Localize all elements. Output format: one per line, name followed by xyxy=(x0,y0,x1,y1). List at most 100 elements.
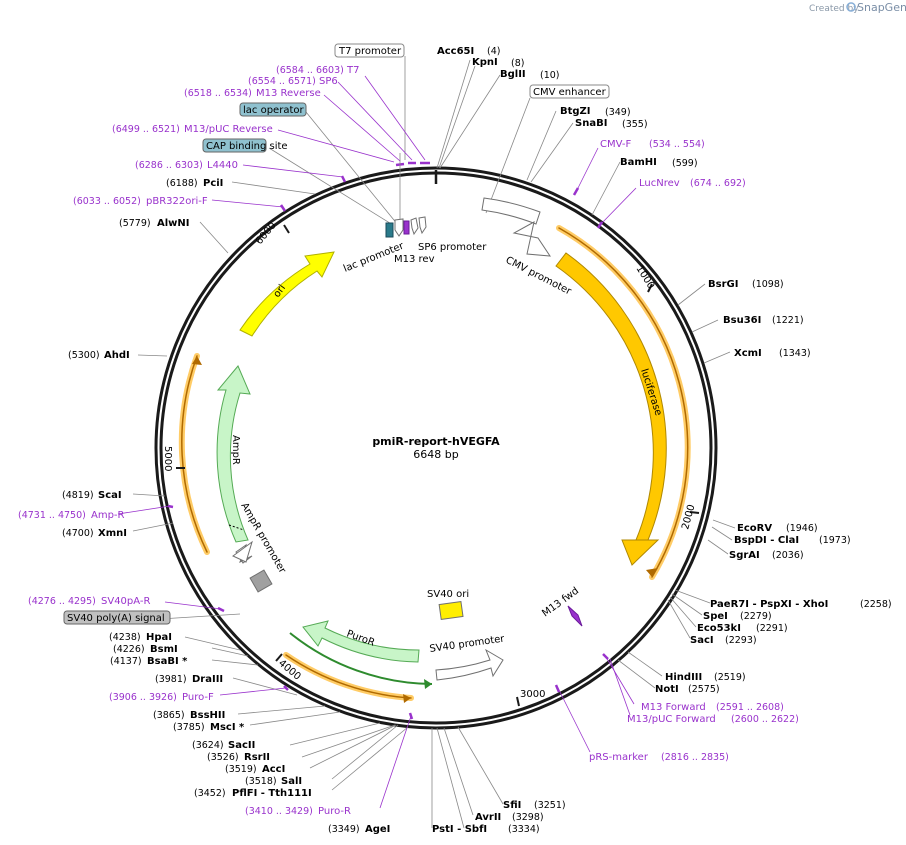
primer-label-amp-r: Amp-R xyxy=(91,510,125,521)
site-pos-agei: (3349) xyxy=(328,824,360,835)
site-label-bsu36i: Bsu36I xyxy=(723,315,761,326)
site-label-kpni: KpnI xyxy=(472,57,498,68)
primer-label-t7: T7 xyxy=(346,65,359,76)
primer-pos-sp6: (6554 .. 6571) xyxy=(248,76,316,87)
site-pos-bspdi-clai: (1973) xyxy=(819,535,851,546)
site-pos-rsrii: (3526) xyxy=(207,752,239,763)
label-m13-rev: M13 rev xyxy=(394,254,435,265)
primer-label-m13-puc-reverse: M13/pUC Reverse xyxy=(184,124,273,135)
site-label-bglii: BglII xyxy=(500,69,526,80)
site-pos-pcii: (6188) xyxy=(166,178,198,189)
site-pos-bsshii: (3865) xyxy=(153,710,185,721)
site-label-sfii: SfiI xyxy=(503,800,521,811)
label-sv40-promoter: SV40 promoter xyxy=(429,633,506,655)
primer-label-pbr322ori-f: pBR322ori-F xyxy=(146,196,208,207)
primer-label-m13-puc-forward: M13/pUC Forward xyxy=(627,714,716,725)
primer-labels: (6584 .. 6603) T7 (6554 .. 6571) SP6 (65… xyxy=(18,65,799,817)
tick-label-3000: 3000 xyxy=(520,689,545,700)
site-label-bsmi: BsmI xyxy=(150,644,178,655)
site-label-noti: NotI xyxy=(655,684,679,695)
primer-label-puro-f: Puro-F xyxy=(182,692,214,703)
primer-pos-amp-r: (4731 .. 4750) xyxy=(18,510,86,521)
site-pos-snabi: (355) xyxy=(622,119,648,130)
site-label-acci: AccI xyxy=(262,764,285,775)
snapgene-logo-icon xyxy=(846,2,856,12)
plasmid-length: 6648 bp xyxy=(413,448,458,461)
primer-label-cmv-f: CMV-F xyxy=(600,139,631,150)
orf-puror xyxy=(283,652,414,701)
primer-label-puro-r: Puro-R xyxy=(318,806,351,817)
site-label-bamhi: BamHI xyxy=(620,157,657,168)
site-pos-alwni: (5779) xyxy=(119,218,151,229)
site-pos-sacii: (3624) xyxy=(192,740,224,751)
primer-label-m13-reverse: M13 Reverse xyxy=(256,88,321,99)
site-label-acc65i: Acc65I xyxy=(437,46,474,57)
primer-pos-cmv-f: (534 .. 554) xyxy=(649,139,705,150)
feature-lac-operator xyxy=(385,222,394,238)
site-label-xmni: XmnI xyxy=(98,528,127,539)
site-label-agei: AgeI xyxy=(365,824,390,835)
site-label-msci: MscI * xyxy=(210,722,245,733)
leader-lines xyxy=(132,56,736,829)
site-pos-sali: (3518) xyxy=(245,776,277,787)
site-pos-xcmi: (1343) xyxy=(779,348,811,359)
label-sp6-promoter: SP6 promoter xyxy=(418,242,487,253)
site-pos-pflfi: (3452) xyxy=(194,788,226,799)
site-label-bsrgi: BsrGI xyxy=(708,279,738,290)
primer-label-prs-marker: pRS-marker xyxy=(589,752,649,763)
site-label-spei: SpeI xyxy=(703,611,728,622)
site-pos-sfii: (3251) xyxy=(534,800,566,811)
site-label-eco53ki: Eco53kI xyxy=(697,623,741,634)
primer-pos-sv40pa-r: (4276 .. 4295) xyxy=(28,596,96,607)
site-label-sali: SalI xyxy=(281,776,302,787)
site-pos-acc65i: (4) xyxy=(487,46,500,57)
feature-t7-promoter xyxy=(418,216,427,235)
primer-pos-m13-puc-forward: (2600 .. 2622) xyxy=(731,714,799,725)
boxed-label-t7-promoter: T7 promoter xyxy=(338,46,402,57)
site-label-alwni: AlwNI xyxy=(157,218,190,229)
site-pos-xmni: (4700) xyxy=(62,528,94,539)
primer-pos-m13-forward: (2591 .. 2608) xyxy=(716,702,784,713)
site-label-bsshii: BssHII xyxy=(190,710,225,721)
site-pos-bamhi: (599) xyxy=(672,158,698,169)
feature-ampr xyxy=(216,365,251,543)
site-pos-eco53ki: (2291) xyxy=(756,623,788,634)
feature-arrows xyxy=(216,197,667,689)
boxed-label-lac-operator: lac operator xyxy=(243,105,304,116)
primer-pos-t7: (6584 .. 6603) xyxy=(276,65,344,76)
site-label-scai: ScaI xyxy=(98,490,122,501)
feature-lac-promoter xyxy=(394,218,404,237)
primer-label-sp6: SP6 xyxy=(319,76,338,87)
site-pos-scai: (4819) xyxy=(62,490,94,501)
feature-sp6-promoter xyxy=(410,217,419,236)
site-pos-kpni: (8) xyxy=(511,58,524,69)
created-by-text: Created by xyxy=(809,4,859,14)
site-pos-acci: (3519) xyxy=(225,764,257,775)
site-pos-noti: (2575) xyxy=(688,684,720,695)
site-pos-hpai: (4238) xyxy=(109,632,141,643)
plasmid-name: pmiR-report-hVEGFA xyxy=(372,435,500,448)
site-pos-bsmi: (4226) xyxy=(113,644,145,655)
primer-pos-puro-f: (3906 .. 3926) xyxy=(109,692,177,703)
label-sv40-ori: SV40 ori xyxy=(427,589,469,600)
site-pos-btgzi: (349) xyxy=(605,107,631,118)
primer-leader-lines xyxy=(117,75,637,809)
primer-pos-puro-r: (3410 .. 3429) xyxy=(245,806,313,817)
primer-pos-pbr322ori-f: (6033 .. 6052) xyxy=(73,196,141,207)
site-label-ecorv: EcoRV xyxy=(737,523,772,534)
site-label-avrii: AvrII xyxy=(475,812,501,823)
primer-label-l4440: L4440 xyxy=(207,160,238,171)
site-pos-bsrgi: (1098) xyxy=(752,279,784,290)
feature-sv40-promoter xyxy=(435,648,504,681)
site-label-bspdi-clai: BspDI - ClaI xyxy=(734,535,799,546)
site-label-xcmi: XcmI xyxy=(734,348,762,359)
primer-pos-prs-marker: (2816 .. 2835) xyxy=(661,752,729,763)
site-label-bsabi: BsaBI * xyxy=(147,656,188,667)
boxed-label-cmv-enhancer: CMV enhancer xyxy=(533,87,607,98)
site-pos-hindiii: (2519) xyxy=(714,672,746,683)
site-pos-bsabi: (4137) xyxy=(110,656,142,667)
primer-label-sv40pa-r: SV40pA-R xyxy=(101,596,150,607)
site-pos-avrii: (3298) xyxy=(512,812,544,823)
site-label-hindiii: HindIII xyxy=(665,672,702,683)
feature-puror xyxy=(302,620,420,663)
